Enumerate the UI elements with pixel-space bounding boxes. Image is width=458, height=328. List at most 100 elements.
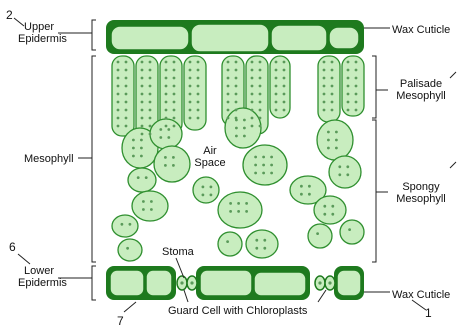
chloroplast-dot bbox=[283, 77, 286, 80]
chloroplast-dot bbox=[300, 193, 303, 196]
chloroplast-dot bbox=[251, 117, 254, 120]
number-2: 2 bbox=[6, 8, 13, 22]
chloroplast-dot bbox=[173, 117, 176, 120]
palisade-cell bbox=[112, 56, 134, 136]
upper-epidermis-cell bbox=[191, 24, 269, 52]
chloroplast-dot bbox=[347, 109, 350, 112]
chloroplast-dot bbox=[227, 77, 230, 80]
chloroplast-dot bbox=[197, 93, 200, 96]
upper-epidermis-cell bbox=[111, 26, 189, 50]
chloroplast-dot bbox=[235, 85, 238, 88]
chloroplast-dot bbox=[173, 101, 176, 104]
chloroplast-dot bbox=[270, 156, 273, 159]
palisade-cell bbox=[318, 56, 340, 122]
upper-epidermis-cell bbox=[271, 25, 327, 51]
chloroplast-dot bbox=[259, 117, 262, 120]
chloroplast-dot bbox=[327, 147, 330, 150]
chloroplast-dot bbox=[227, 117, 230, 120]
chloroplast-dot bbox=[346, 165, 349, 168]
chloroplast-dot bbox=[165, 85, 168, 88]
chloroplast-dot bbox=[229, 210, 232, 213]
chloroplast-dot bbox=[316, 232, 319, 235]
chloroplast-dot bbox=[189, 117, 192, 120]
chloroplast-dot bbox=[243, 135, 246, 138]
chloroplast-dot bbox=[140, 155, 143, 158]
chloroplast-dot bbox=[202, 186, 205, 189]
chloroplast-dot bbox=[338, 165, 341, 168]
chloroplast-dot bbox=[331, 93, 334, 96]
chloroplast-dot bbox=[235, 127, 238, 130]
chloroplast-dot bbox=[323, 85, 326, 88]
chloroplast-dot bbox=[331, 69, 334, 72]
chloroplast-dot bbox=[245, 210, 248, 213]
spongy-cell bbox=[218, 232, 242, 256]
chloroplast-dot bbox=[117, 69, 120, 72]
chloroplast-dot bbox=[259, 61, 262, 64]
palisade-bracket bbox=[372, 56, 376, 118]
chloroplast-dot bbox=[132, 139, 135, 142]
chloroplast-dot bbox=[235, 69, 238, 72]
spongy-cell bbox=[308, 224, 332, 248]
chloroplast-dot bbox=[237, 202, 240, 205]
chloroplast-dot bbox=[149, 85, 152, 88]
chloroplast-dot bbox=[259, 85, 262, 88]
chloroplast-dot bbox=[283, 69, 286, 72]
chloroplast-dot bbox=[262, 156, 265, 159]
spongy-mesophyll-label: Spongy Mesophyll bbox=[388, 181, 454, 205]
chloroplast-dot bbox=[229, 202, 232, 205]
chloroplast-dot bbox=[262, 172, 265, 175]
chloroplast-dot bbox=[335, 131, 338, 134]
chloroplast-dot bbox=[245, 202, 248, 205]
chloroplast-dot bbox=[189, 109, 192, 112]
chloroplast-dot bbox=[197, 77, 200, 80]
chloroplast-dot bbox=[149, 61, 152, 64]
lower-epidermis-label-line2: Epidermis bbox=[18, 277, 54, 289]
chloroplast-dot bbox=[159, 136, 162, 139]
chloroplast-dot bbox=[197, 117, 200, 120]
chloroplast-dot bbox=[235, 93, 238, 96]
wax-cuticle-top-label: Wax Cuticle bbox=[392, 24, 450, 36]
chloroplast-dot bbox=[331, 85, 334, 88]
number-6: 6 bbox=[9, 240, 16, 254]
chloroplast-dot bbox=[189, 93, 192, 96]
chloroplast-dot bbox=[251, 61, 254, 64]
chloroplast-dot bbox=[263, 247, 266, 250]
chloroplast-dot bbox=[323, 101, 326, 104]
chloroplast-dot bbox=[347, 93, 350, 96]
chloroplast-dot bbox=[165, 109, 168, 112]
chloroplast-dot bbox=[125, 93, 128, 96]
chloroplast-dot bbox=[210, 186, 213, 189]
chloroplast-dot bbox=[323, 205, 326, 208]
chloroplast-dot bbox=[125, 109, 128, 112]
chloroplast-dot bbox=[251, 77, 254, 80]
chloroplast-dot bbox=[227, 85, 230, 88]
upper-epidermis-bracket bbox=[92, 20, 96, 50]
chloroplast-dot bbox=[197, 85, 200, 88]
chloroplast-dot bbox=[141, 85, 144, 88]
chloroplast-dot bbox=[125, 69, 128, 72]
chloroplast-dot bbox=[262, 164, 265, 167]
chloroplast-dot bbox=[197, 109, 200, 112]
chloroplast-dot bbox=[335, 139, 338, 142]
chloroplast-dot bbox=[190, 281, 193, 284]
chloroplast-dot bbox=[259, 125, 262, 128]
chloroplast-dot bbox=[251, 125, 254, 128]
chloroplast-dot bbox=[300, 185, 303, 188]
palisade-mesophyll-label-line1: Palisade bbox=[388, 78, 454, 90]
spongy-cell bbox=[329, 156, 361, 188]
chloroplast-dot bbox=[165, 69, 168, 72]
chloroplast-dot bbox=[226, 240, 229, 243]
chloroplast-dot bbox=[141, 69, 144, 72]
chloroplast-dot bbox=[150, 200, 153, 203]
chloroplast-dot bbox=[331, 205, 334, 208]
chloroplast-dot bbox=[235, 101, 238, 104]
air-space-label-line2: Space bbox=[190, 157, 230, 169]
chloroplast-dot bbox=[227, 69, 230, 72]
upper-epidermis-label-line1: Upper bbox=[18, 21, 54, 33]
chloroplast-dot bbox=[165, 77, 168, 80]
chloroplast-dot bbox=[173, 77, 176, 80]
chloroplast-dot bbox=[323, 77, 326, 80]
lower-epidermis-cell bbox=[337, 270, 361, 296]
chloroplast-dot bbox=[347, 61, 350, 64]
chloroplast-dot bbox=[318, 281, 321, 284]
